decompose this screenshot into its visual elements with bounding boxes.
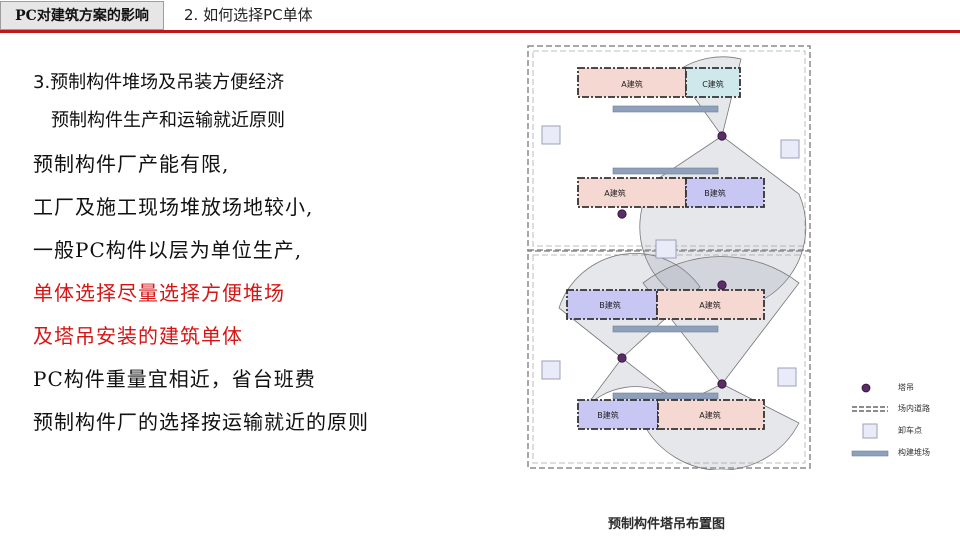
unloading-point: [780, 139, 800, 159]
diagram-caption: 预制构件塔吊布置图: [608, 517, 726, 532]
tower-crane-icon: [717, 379, 727, 389]
legend-tower-crane: 塔吊: [850, 380, 960, 396]
tower-crane-icon: [717, 280, 727, 290]
legend-label: 场内道路: [898, 404, 930, 413]
section-tab: PC对建筑方案的影响: [0, 1, 164, 30]
building-b: [577, 399, 659, 430]
slide-subtitle: 2. 如何选择PC单体: [184, 6, 313, 24]
building-label: A建筑: [699, 410, 720, 420]
building-label: A建筑: [699, 300, 720, 310]
component-yard: [612, 392, 719, 400]
legend-label: 卸车点: [898, 426, 922, 435]
legend-component-yard: 构建堆场: [850, 445, 960, 461]
content-line-3: 一般PC构件以层为单位生产,: [33, 238, 303, 262]
site-road-top: [527, 45, 811, 252]
unloading-square-icon: [862, 423, 878, 439]
building-label: B建筑: [704, 188, 726, 198]
yard-bar-icon: [851, 450, 889, 457]
building-c: [685, 67, 741, 98]
building-b: [685, 177, 765, 208]
building-label: B建筑: [597, 410, 619, 420]
tower-crane-icon: [617, 209, 627, 219]
tower-crane-icon: [717, 131, 727, 141]
building-label: A建筑: [621, 79, 642, 89]
component-yard: [612, 105, 719, 113]
content-line-2: 工厂及施工现场堆放场地较小,: [33, 195, 314, 219]
unloading-point: [777, 367, 797, 387]
unloading-point: [655, 239, 677, 259]
building-a: [577, 177, 687, 208]
component-yard: [612, 325, 719, 333]
unloading-point: [541, 125, 561, 145]
crane-layout-diagram: A建筑 C建筑 A建筑 B建筑 B建筑 A建筑 B建筑 A建筑: [527, 45, 811, 470]
content-line-5-highlight: 及塔吊安装的建筑单体: [33, 324, 243, 348]
building-a: [657, 399, 765, 430]
content-line-1: 预制构件厂产能有限,: [33, 152, 230, 176]
content-subheading: 预制构件生产和运输就近原则: [51, 110, 285, 131]
tower-crane-icon: [617, 353, 627, 363]
unloading-point: [541, 360, 561, 380]
building-label: B建筑: [599, 300, 621, 310]
crane-sweep-area: [642, 256, 800, 385]
content-heading: 3.预制构件堆场及吊装方便经济: [33, 72, 285, 93]
content-line-7: 预制构件厂的选择按运输就近的原则: [33, 410, 369, 434]
legend-label: 塔吊: [898, 383, 914, 392]
building-a: [577, 67, 687, 98]
legend-site-road: 场内道路: [850, 401, 960, 417]
content-line-4-highlight: 单体选择尽量选择方便堆场: [33, 281, 285, 305]
building-label: C建筑: [702, 79, 724, 89]
component-yard: [612, 167, 719, 175]
building-label: A建筑: [604, 188, 625, 198]
building-a: [656, 289, 765, 320]
dashed-road-icon: [852, 406, 888, 412]
header-divider: [0, 30, 960, 33]
legend-unloading-point: 卸车点: [850, 423, 960, 439]
content-line-6: PC构件重量宜相近，省台班费: [33, 367, 316, 391]
legend-label: 构建堆场: [898, 448, 930, 457]
tower-crane-icon: [861, 383, 871, 393]
